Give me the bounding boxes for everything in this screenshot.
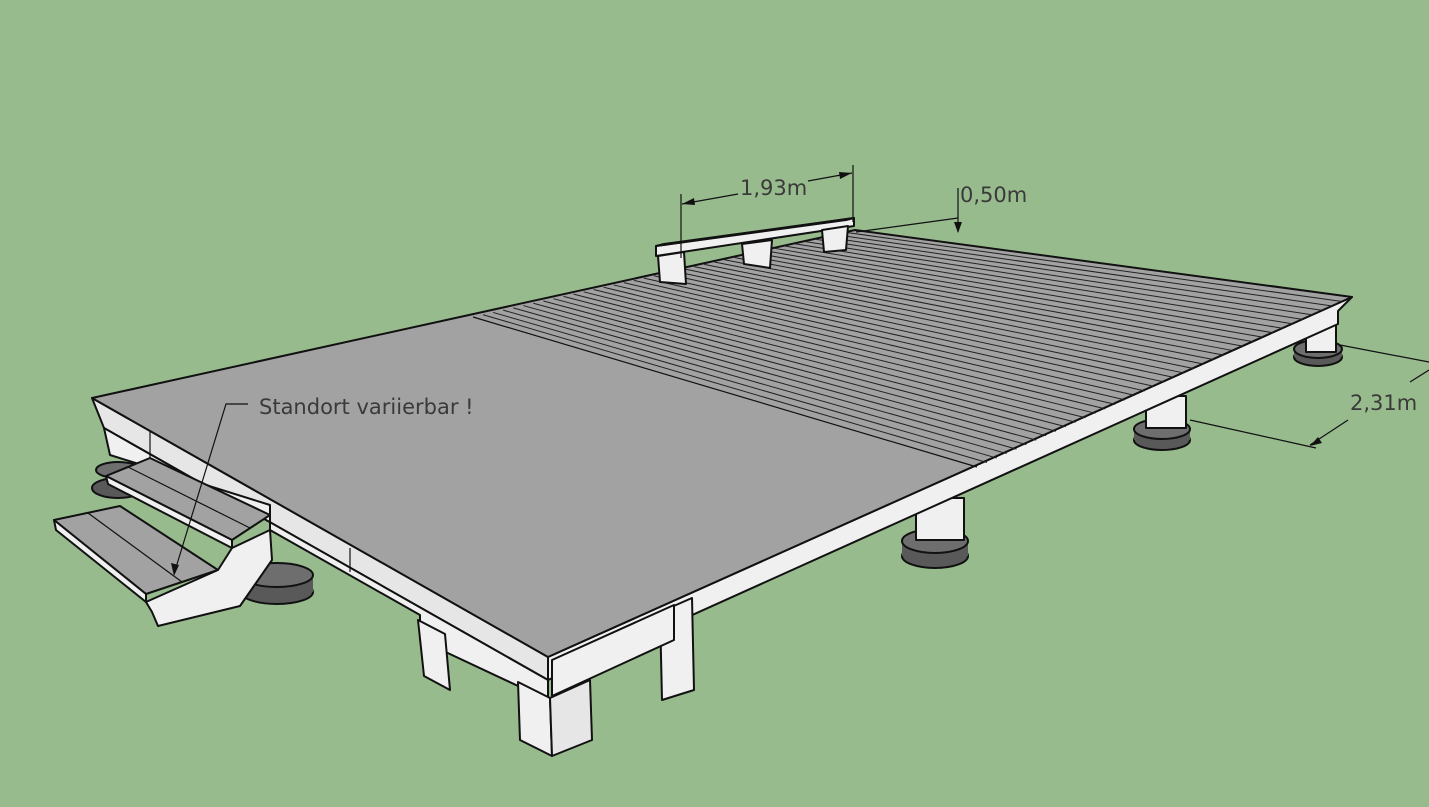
deck-plank-line: [613, 284, 1116, 405]
deck-plank-line: [744, 254, 1244, 347]
dimension-label-gap: 0,50m: [960, 183, 1027, 207]
deck-plank-line: [573, 293, 1076, 423]
deck-planks: [482, 231, 1343, 464]
deck-plank-line: [523, 305, 1027, 446]
deck-plank-line: [774, 247, 1274, 334]
bench: [655, 217, 855, 285]
deck-plank-line: [684, 268, 1185, 374]
deck-plank-line: [724, 259, 1224, 356]
deck-plank-line: [503, 309, 1007, 455]
deck-plank-line: [513, 307, 1017, 450]
deck-plank-line: [814, 238, 1313, 316]
deck-plank-line: [804, 240, 1303, 320]
deck-plank-line: [563, 295, 1066, 428]
deck-plank-line: [663, 273, 1165, 383]
dimension-label-depth: 2,31m: [1350, 391, 1417, 415]
deck-plank-line: [673, 270, 1175, 379]
deck-plank-line: [543, 300, 1047, 437]
deck-plank-line: [844, 231, 1343, 302]
deck-plank-line: [824, 236, 1323, 311]
deck-plank-line: [694, 266, 1195, 370]
annotation-text: Standort variierbar !: [259, 395, 474, 419]
deck-plank-line: [653, 275, 1155, 387]
deck-plank-line: [603, 286, 1106, 410]
deck-plank-line: [643, 277, 1145, 392]
deck-plank-line: [784, 245, 1284, 329]
deck-plank-line: [714, 261, 1214, 361]
annotation-leader: Standort variierbar !: [171, 395, 474, 576]
footing-back-middle: [1133, 395, 1191, 451]
deck-plank-line: [633, 279, 1136, 396]
dimension-label-bench-length: 1,93m: [740, 176, 807, 200]
deck-plank-line: [593, 289, 1096, 414]
deck-plank-line: [734, 256, 1234, 352]
deck-plank-line: [583, 291, 1086, 419]
deck-plank-line: [623, 282, 1126, 401]
deck-plank-line: [754, 252, 1254, 343]
deck-plank-line: [764, 250, 1264, 338]
deck-legs: [417, 597, 695, 757]
deck-plank-line: [834, 234, 1333, 307]
stairs: [53, 457, 273, 627]
deck-plank-line: [553, 298, 1057, 432]
deck-plank-line: [533, 302, 1037, 441]
deck-plank-line: [492, 311, 997, 459]
dimension-gap: 0,50m: [855, 183, 1027, 233]
deck-plank-line: [794, 243, 1293, 325]
deck-plank-line: [704, 263, 1205, 365]
dimension-depth: 2,31m: [1189, 344, 1429, 449]
dimension-bench-length: 1,93m: [680, 165, 854, 258]
deck-plank-line: [482, 314, 988, 464]
